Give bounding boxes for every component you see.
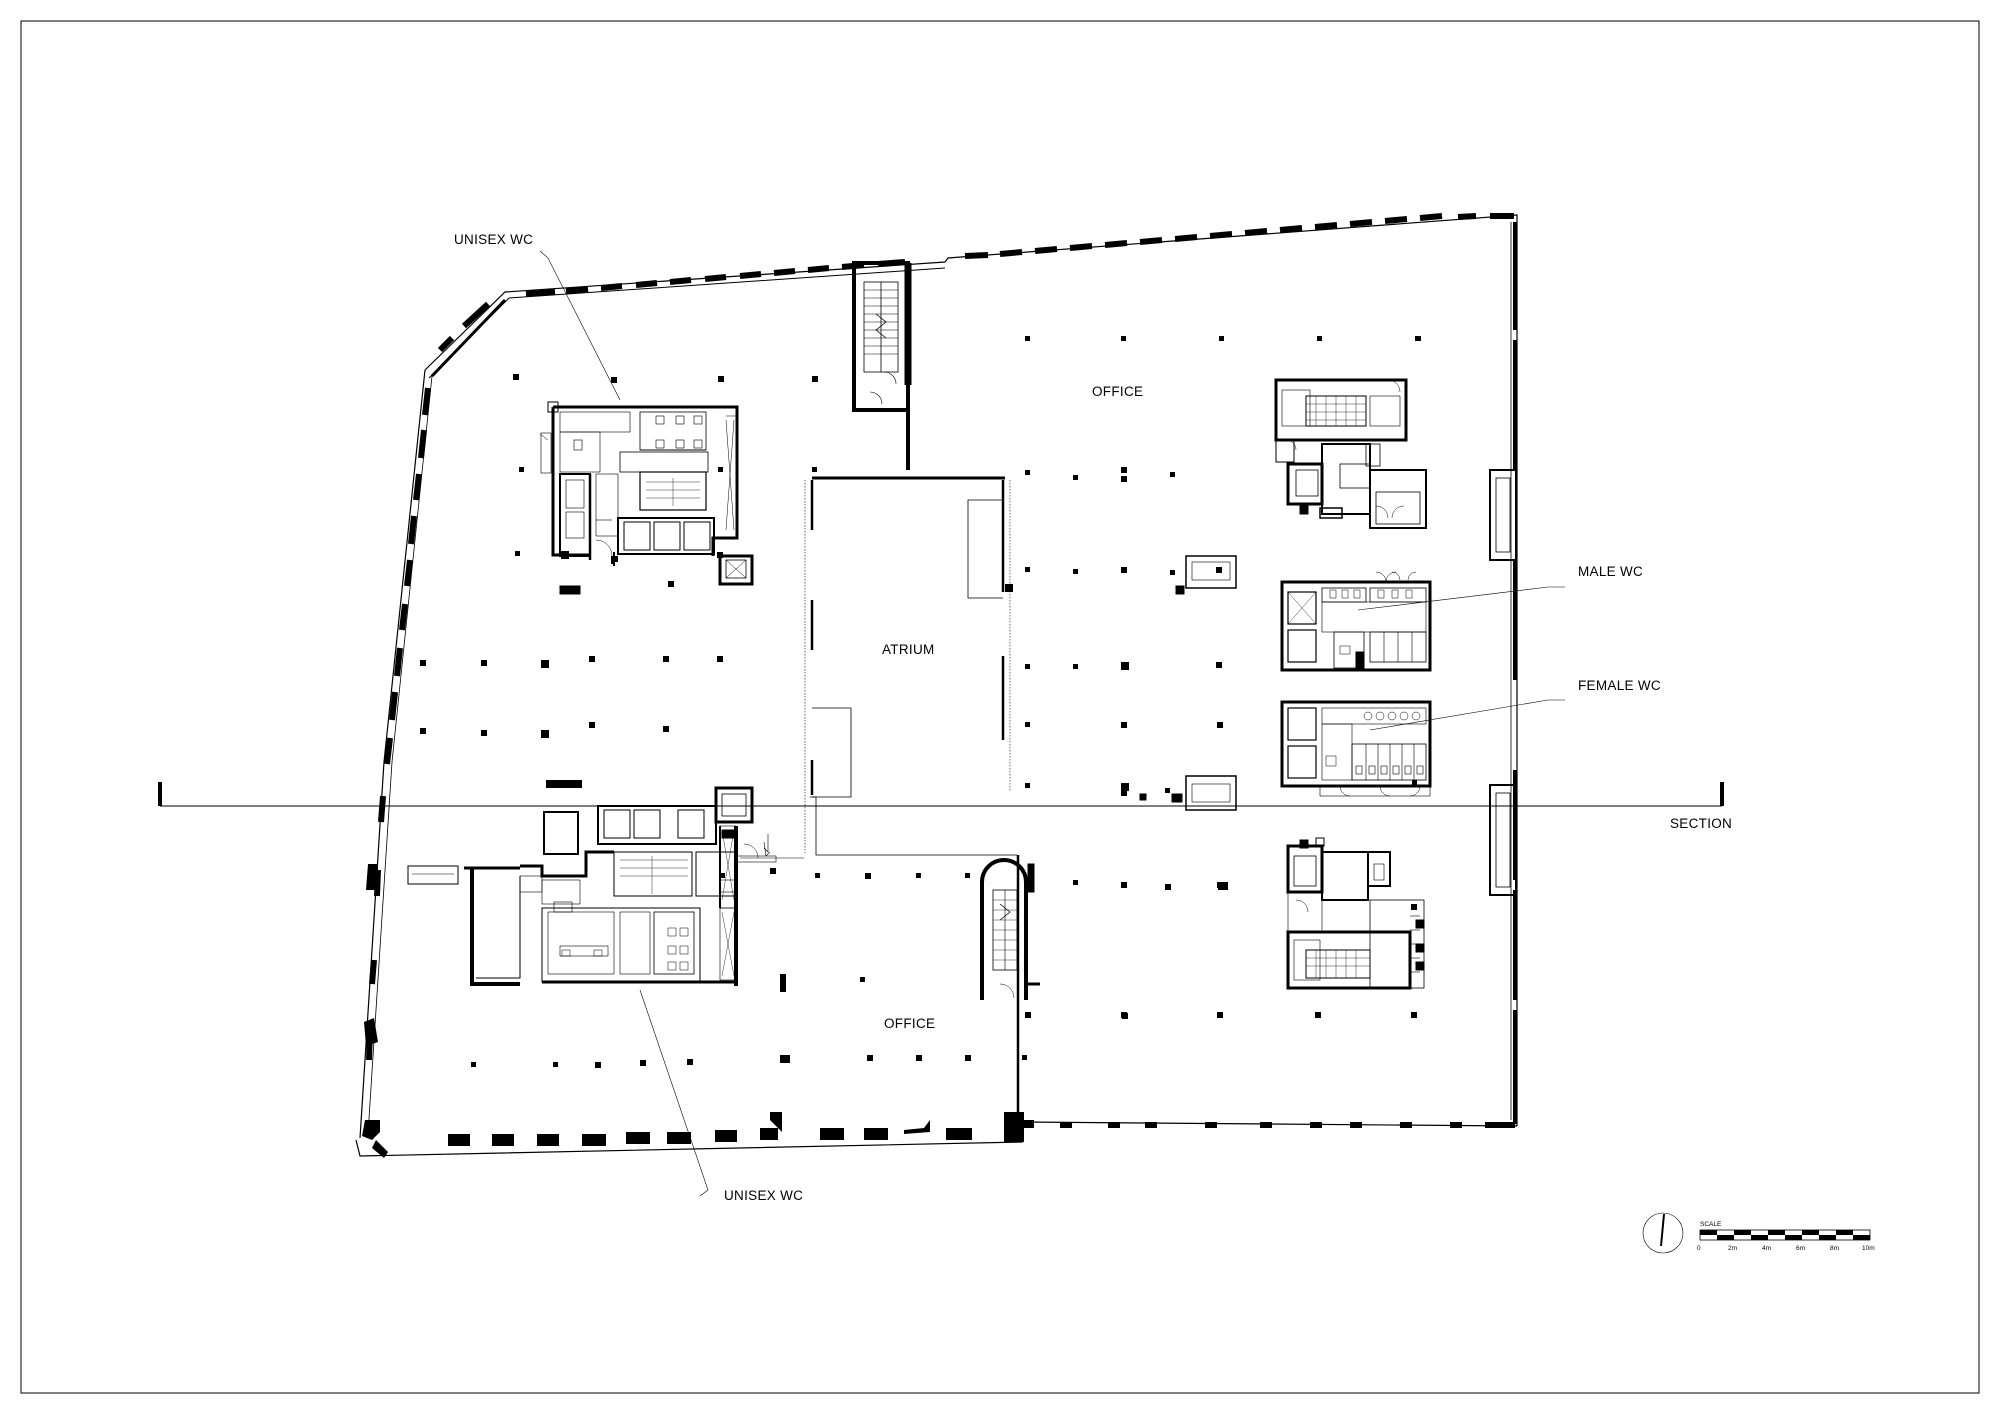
- section-line: [158, 782, 1724, 807]
- right-bottom-stair-core: [1286, 837, 1425, 990]
- north-arrow-icon: [1642, 1212, 1684, 1254]
- female-wc-label: FEMALE WC: [1578, 678, 1661, 693]
- unisex-wc-bottom-label: UNISEX WC: [724, 1188, 803, 1203]
- office-top-label: OFFICE: [1092, 384, 1143, 399]
- scale-tick-0: 0: [1697, 1245, 1701, 1252]
- unisex-wc-core-top: [539, 401, 754, 595]
- unisex-wc-top-label: UNISEX WC: [454, 232, 533, 247]
- top-wall-piers: [437, 213, 1514, 353]
- atrium-void: [740, 476, 1020, 1122]
- scale-tick-4m: 4m: [1762, 1245, 1771, 1252]
- top-stair-core: [852, 261, 912, 470]
- bottom-wall-piers: [362, 864, 1515, 1158]
- male-wc-label: MALE WC: [1578, 564, 1643, 579]
- section-label: SECTION: [1670, 816, 1732, 831]
- bottom-stair-core: [980, 858, 1040, 1000]
- unisex-wc-core-bottom: [407, 786, 777, 986]
- scale-tick-8m: 8m: [1830, 1245, 1839, 1252]
- office-bottom-label: OFFICE: [884, 1016, 935, 1031]
- scale-title: SCALE: [1700, 1221, 1722, 1228]
- leader-lines: [539, 250, 1565, 1197]
- right-bay-windows: [1489, 469, 1517, 896]
- scale-bar: SCALE 0 2m 4m 6m 8m 10m: [1697, 1221, 1875, 1252]
- scale-tick-10m: 10m: [1862, 1245, 1875, 1252]
- female-wc-core: [1280, 700, 1432, 797]
- outer-wall: [355, 214, 1518, 1157]
- scale-tick-6m: 6m: [1796, 1245, 1805, 1252]
- sheet-border: [20, 20, 1980, 1394]
- male-wc-core: [1280, 571, 1432, 672]
- shafts: [1139, 555, 1237, 811]
- right-top-stair-core: [1274, 378, 1427, 529]
- left-wall-piers: [366, 387, 431, 1061]
- scale-tick-2m: 2m: [1728, 1245, 1737, 1252]
- structural-columns: [420, 336, 1421, 1068]
- atrium-label: ATRIUM: [882, 642, 935, 657]
